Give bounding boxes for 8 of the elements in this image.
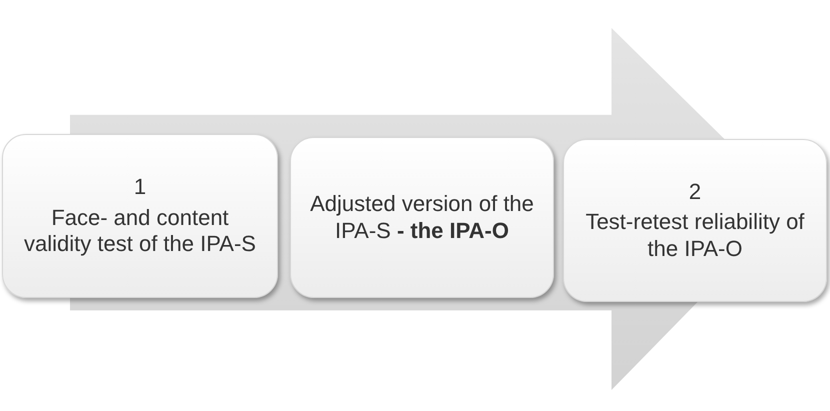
step-number: 2 [688, 178, 702, 206]
step-number: 1 [134, 174, 146, 201]
step-text: Face- and content validity test of the IPA-S [23, 204, 257, 258]
step-box [563, 139, 827, 302]
step-box [2, 134, 278, 298]
step-box [290, 137, 554, 298]
step-text: Adjusted version of the IPA-S - the IPA-O [309, 191, 535, 244]
step-text: Test-retest reliability of the IPA-O [584, 209, 806, 262]
